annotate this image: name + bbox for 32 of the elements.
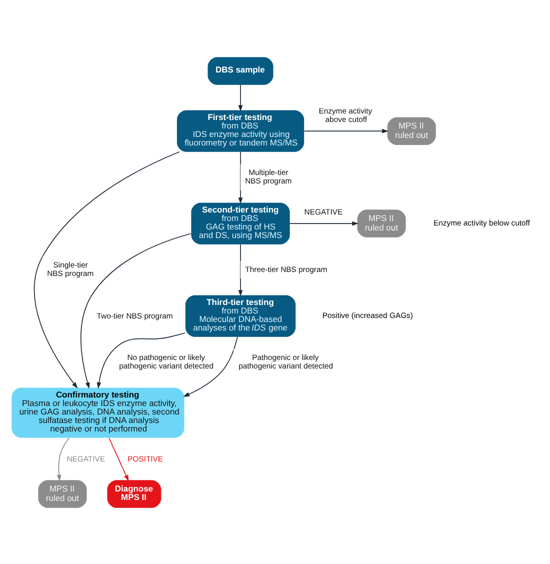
node-box: First-tier testing from DBS IDS enzyme activity using fluorometry or tandem MS/MS (176, 110, 304, 152)
arrow (34, 150, 180, 388)
node-box: Third-tier testing from DBS Molecular DNA-based analyses of the IDS gene (185, 294, 296, 336)
arrow (108, 436, 129, 481)
edge-label: Single-tier NBS program (47, 260, 94, 278)
edge-label: Multiple-tier NBS program (245, 167, 292, 185)
arrow (304, 128, 388, 133)
arrow (238, 151, 243, 204)
node-box: Confirmatory testing Plasma or leukocyte IDS enzyme activity, urine GAG analysis, DNA analysis, second sulfatase testing if DNA analysis negative or not performed (12, 387, 184, 438)
label: Enzyme activity below cutoff (434, 218, 530, 227)
edge-label: Enzyme activity above cutoff (318, 106, 372, 124)
arrow (289, 220, 358, 226)
arrow (80, 232, 192, 388)
edge-label: No pathogenic or likely pathogenic variant detected (119, 352, 214, 370)
node-box: MPS II ruled out (38, 480, 87, 508)
edge-label: Pathogenic or likely pathogenic variant detected (238, 352, 334, 370)
edge-label: NEGATIVE (66, 454, 106, 463)
edge-label: NEGATIVE (304, 207, 343, 216)
arrow (56, 436, 70, 481)
arrow (183, 336, 238, 396)
edge-label: Three-tier NBS program (245, 264, 328, 274)
arrow (238, 244, 243, 296)
node-box: DBS sample (208, 56, 274, 84)
arrow (238, 84, 243, 111)
node-box: Diagnose MPS II (107, 480, 162, 508)
label: Positive (increased GAGs) (322, 310, 413, 320)
node-box: Second-tier testing from DBS GAG testing of HS and DS, using MS/MS (191, 202, 290, 244)
edge-label: POSITIVE (128, 454, 164, 463)
node-box: MPS II ruled out (357, 209, 406, 237)
node-box: MPS II ruled out (387, 116, 436, 144)
arrow (96, 332, 186, 388)
edge-label: Two-tier NBS program (96, 310, 173, 320)
